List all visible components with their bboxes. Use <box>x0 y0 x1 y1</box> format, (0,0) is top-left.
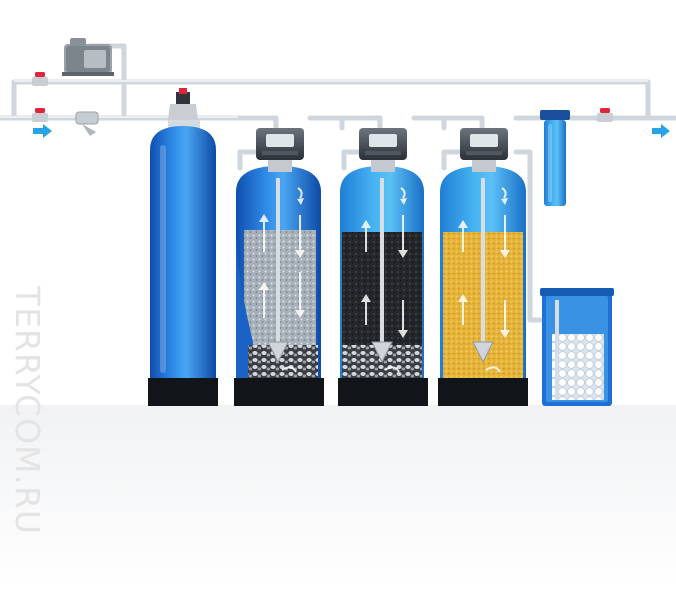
down-arrow-icon <box>500 250 510 258</box>
pressure-tank <box>148 88 218 406</box>
up-arrow-icon <box>458 220 468 228</box>
floor <box>0 405 676 589</box>
distributor-icon <box>267 341 289 364</box>
distributor-icon <box>371 341 393 364</box>
up-arrow-icon <box>458 294 468 302</box>
down-arrow-icon <box>398 250 408 258</box>
valve-icon <box>32 108 48 122</box>
control-head-icon <box>359 128 407 172</box>
pipework <box>0 43 676 323</box>
up-arrow-icon <box>259 214 269 222</box>
watermark-text: TERRYCOM.RU <box>8 285 48 535</box>
flow-in-arrow-icon <box>33 124 52 138</box>
filter-vessel-1 <box>234 166 324 406</box>
filter-vessel-3 <box>438 166 528 406</box>
control-head-icon <box>460 128 508 172</box>
cartridge-filter <box>540 110 570 206</box>
up-arrow-icon <box>361 220 371 228</box>
internal-flow-arrows <box>259 187 510 338</box>
up-arrow-icon <box>361 294 371 302</box>
pump-icon <box>62 38 114 76</box>
watermark: TERRYCOM.RU <box>8 240 48 580</box>
distributor-icon <box>472 341 494 364</box>
down-arrow-icon <box>295 250 305 258</box>
valve-icon <box>32 72 48 86</box>
down-arrow-icon <box>398 330 408 338</box>
strainer-icon <box>75 111 99 136</box>
control-head-icon <box>256 128 304 172</box>
brine-tank <box>540 288 614 406</box>
down-arrow-icon <box>295 310 305 318</box>
filter-vessel-2 <box>338 166 428 406</box>
down-arrow-icon <box>500 330 510 338</box>
up-arrow-icon <box>259 282 269 290</box>
valve-icon <box>597 108 613 122</box>
flow-out-arrow-icon <box>652 124 670 138</box>
